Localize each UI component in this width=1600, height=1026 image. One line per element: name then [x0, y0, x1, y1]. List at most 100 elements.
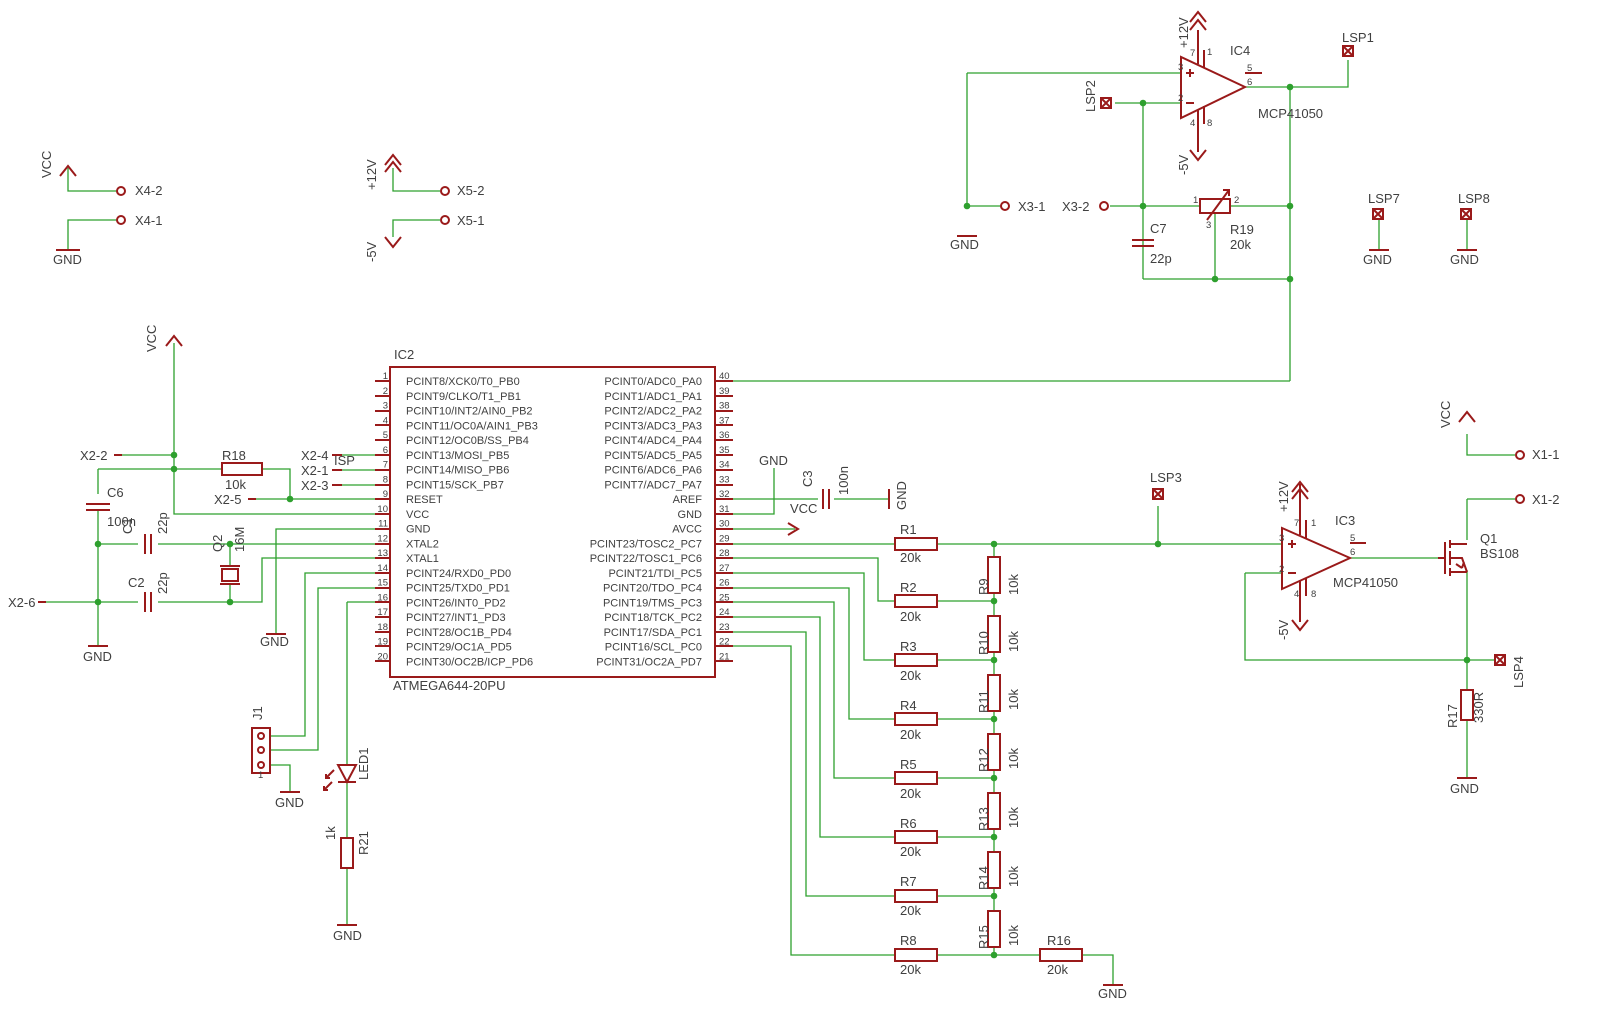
ic2-pin-number: 26 — [719, 578, 730, 589]
ic2-pin-number: 28 — [719, 548, 730, 559]
label: R21 — [356, 831, 371, 855]
ic2-pin-name: PCINT24/RXD0_PD0 — [406, 568, 511, 580]
label: R9 — [976, 578, 991, 595]
ic2-pin-number: 15 — [377, 578, 388, 589]
label: +12V — [364, 159, 379, 190]
ic2-pin-name: PCINT29/OC1A_PD5 — [406, 642, 512, 654]
label: 20k — [900, 844, 921, 859]
label: X2-2 — [80, 448, 107, 463]
ic2-pin-number: 29 — [719, 533, 730, 544]
label: 20k — [900, 550, 921, 565]
ic2-pin-number: 21 — [719, 651, 730, 662]
ic3-opamp-icon — [1281, 526, 1353, 591]
label: GND — [894, 481, 909, 510]
label: GND — [1450, 781, 1479, 796]
label: VCC — [39, 151, 54, 178]
label: R15 — [976, 925, 991, 949]
pin-number: 7 — [1294, 518, 1299, 529]
ic2-pin-number: 19 — [377, 637, 388, 648]
pin-number: 8 — [1207, 118, 1212, 129]
label: R3 — [900, 639, 917, 654]
label: 10k — [1006, 689, 1021, 710]
label: X3-2 — [1062, 199, 1089, 214]
ic2-pin-name: PCINT16/SCL_PC0 — [605, 642, 702, 654]
pin-number: 4 — [1190, 118, 1195, 129]
label: MCP41050 — [1333, 575, 1398, 590]
test-point-icons — [1100, 45, 1506, 666]
label: 20k — [900, 668, 921, 683]
pin-number: 4 — [1294, 589, 1299, 600]
label: GND — [53, 252, 82, 267]
pin-number: 3 — [1206, 220, 1211, 231]
pin-number: 6 — [1350, 547, 1355, 558]
label: GND — [275, 795, 304, 810]
connector-pad-icons — [116, 186, 1525, 504]
label: C2 — [128, 575, 145, 590]
label: R7 — [900, 874, 917, 889]
ground-icons — [56, 235, 1477, 986]
ic2-pin-name: PCINT11/OC0A/AIN1_PB3 — [406, 420, 538, 432]
label: 22p — [155, 572, 170, 594]
label: X5-2 — [457, 183, 484, 198]
label: VCC — [1438, 401, 1453, 428]
ic2-pin-number: 9 — [383, 489, 388, 500]
label: 20k — [1047, 962, 1068, 977]
ic2-pin-number: 37 — [719, 415, 730, 426]
label: GND — [950, 237, 979, 252]
pin-number: 8 — [1311, 589, 1316, 600]
pin-number: 3 — [1279, 533, 1284, 544]
label: C1 — [120, 517, 135, 534]
label: R4 — [900, 698, 917, 713]
label: C6 — [107, 485, 124, 500]
label: GND — [83, 649, 112, 664]
ic2-pin-number: 24 — [719, 607, 730, 618]
ic2-pin-number: 5 — [383, 430, 388, 441]
label: BS108 — [1480, 546, 1519, 561]
ic2-pin-name: VCC — [406, 509, 429, 521]
ic2-pin-number: 25 — [719, 592, 730, 603]
ic2-pin-name: RESET — [406, 494, 443, 506]
ic2-pin-name: PCINT2/ADC2_PA2 — [604, 406, 702, 418]
ic2-pin-name: PCINT6/ADC6_PA6 — [604, 465, 702, 477]
label: IC2 — [394, 347, 414, 362]
symbols — [38, 10, 1525, 986]
ic2-pin-number: 30 — [719, 519, 730, 530]
label: LSP7 — [1368, 191, 1400, 206]
label: -5V — [1176, 154, 1191, 175]
label: MCP41050 — [1258, 106, 1323, 121]
label: GND — [260, 634, 289, 649]
label: 20k — [900, 962, 921, 977]
label: IC3 — [1335, 513, 1355, 528]
ic2-pin-name: AREF — [673, 494, 703, 506]
ic2-pin-number: 22 — [719, 637, 730, 648]
ic2-pin-number: 36 — [719, 430, 730, 441]
ic2-pin-name: GND — [406, 524, 431, 536]
pin-number: 2 — [1234, 195, 1239, 206]
ic2-pin-name: PCINT13/MOSI_PB5 — [406, 450, 509, 462]
label: 1k — [323, 826, 338, 840]
ic2-pin-name: PCINT9/CLKO/T1_PB1 — [406, 391, 521, 403]
pin-number: 1 — [1207, 47, 1212, 58]
label: ATMEGA644-20PU — [393, 678, 505, 693]
ic2-body — [389, 366, 716, 678]
pin-number: 5 — [1247, 63, 1252, 74]
label: C3 — [800, 470, 815, 487]
ic2-pin-name: XTAL2 — [406, 538, 439, 550]
ic2-pin-name: PCINT27/INT1_PD3 — [406, 612, 506, 624]
label: R14 — [976, 866, 991, 890]
ic2-pin-number: 10 — [377, 504, 388, 515]
ic2-pin-number: 20 — [377, 651, 388, 662]
label: 100n — [107, 514, 136, 529]
label: X2-6 — [8, 595, 35, 610]
label: GND — [1450, 252, 1479, 267]
ic2-pin-name: PCINT10/INT2/AIN0_PB2 — [406, 406, 533, 418]
ic2-pin-name: PCINT5/ADC5_PA5 — [604, 450, 702, 462]
label: X2-1 — [301, 463, 328, 478]
wires — [45, 60, 1515, 985]
label: LSP2 — [1083, 80, 1098, 112]
label: 10k — [1006, 925, 1021, 946]
label: 10k — [1006, 807, 1021, 828]
pin-number: 2 — [1178, 93, 1183, 104]
ic2-pin-labels: PCINT8/XCK0/T0_PB01PCINT9/CLKO/T1_PB12PC… — [377, 371, 729, 668]
label: LSP1 — [1342, 30, 1374, 45]
